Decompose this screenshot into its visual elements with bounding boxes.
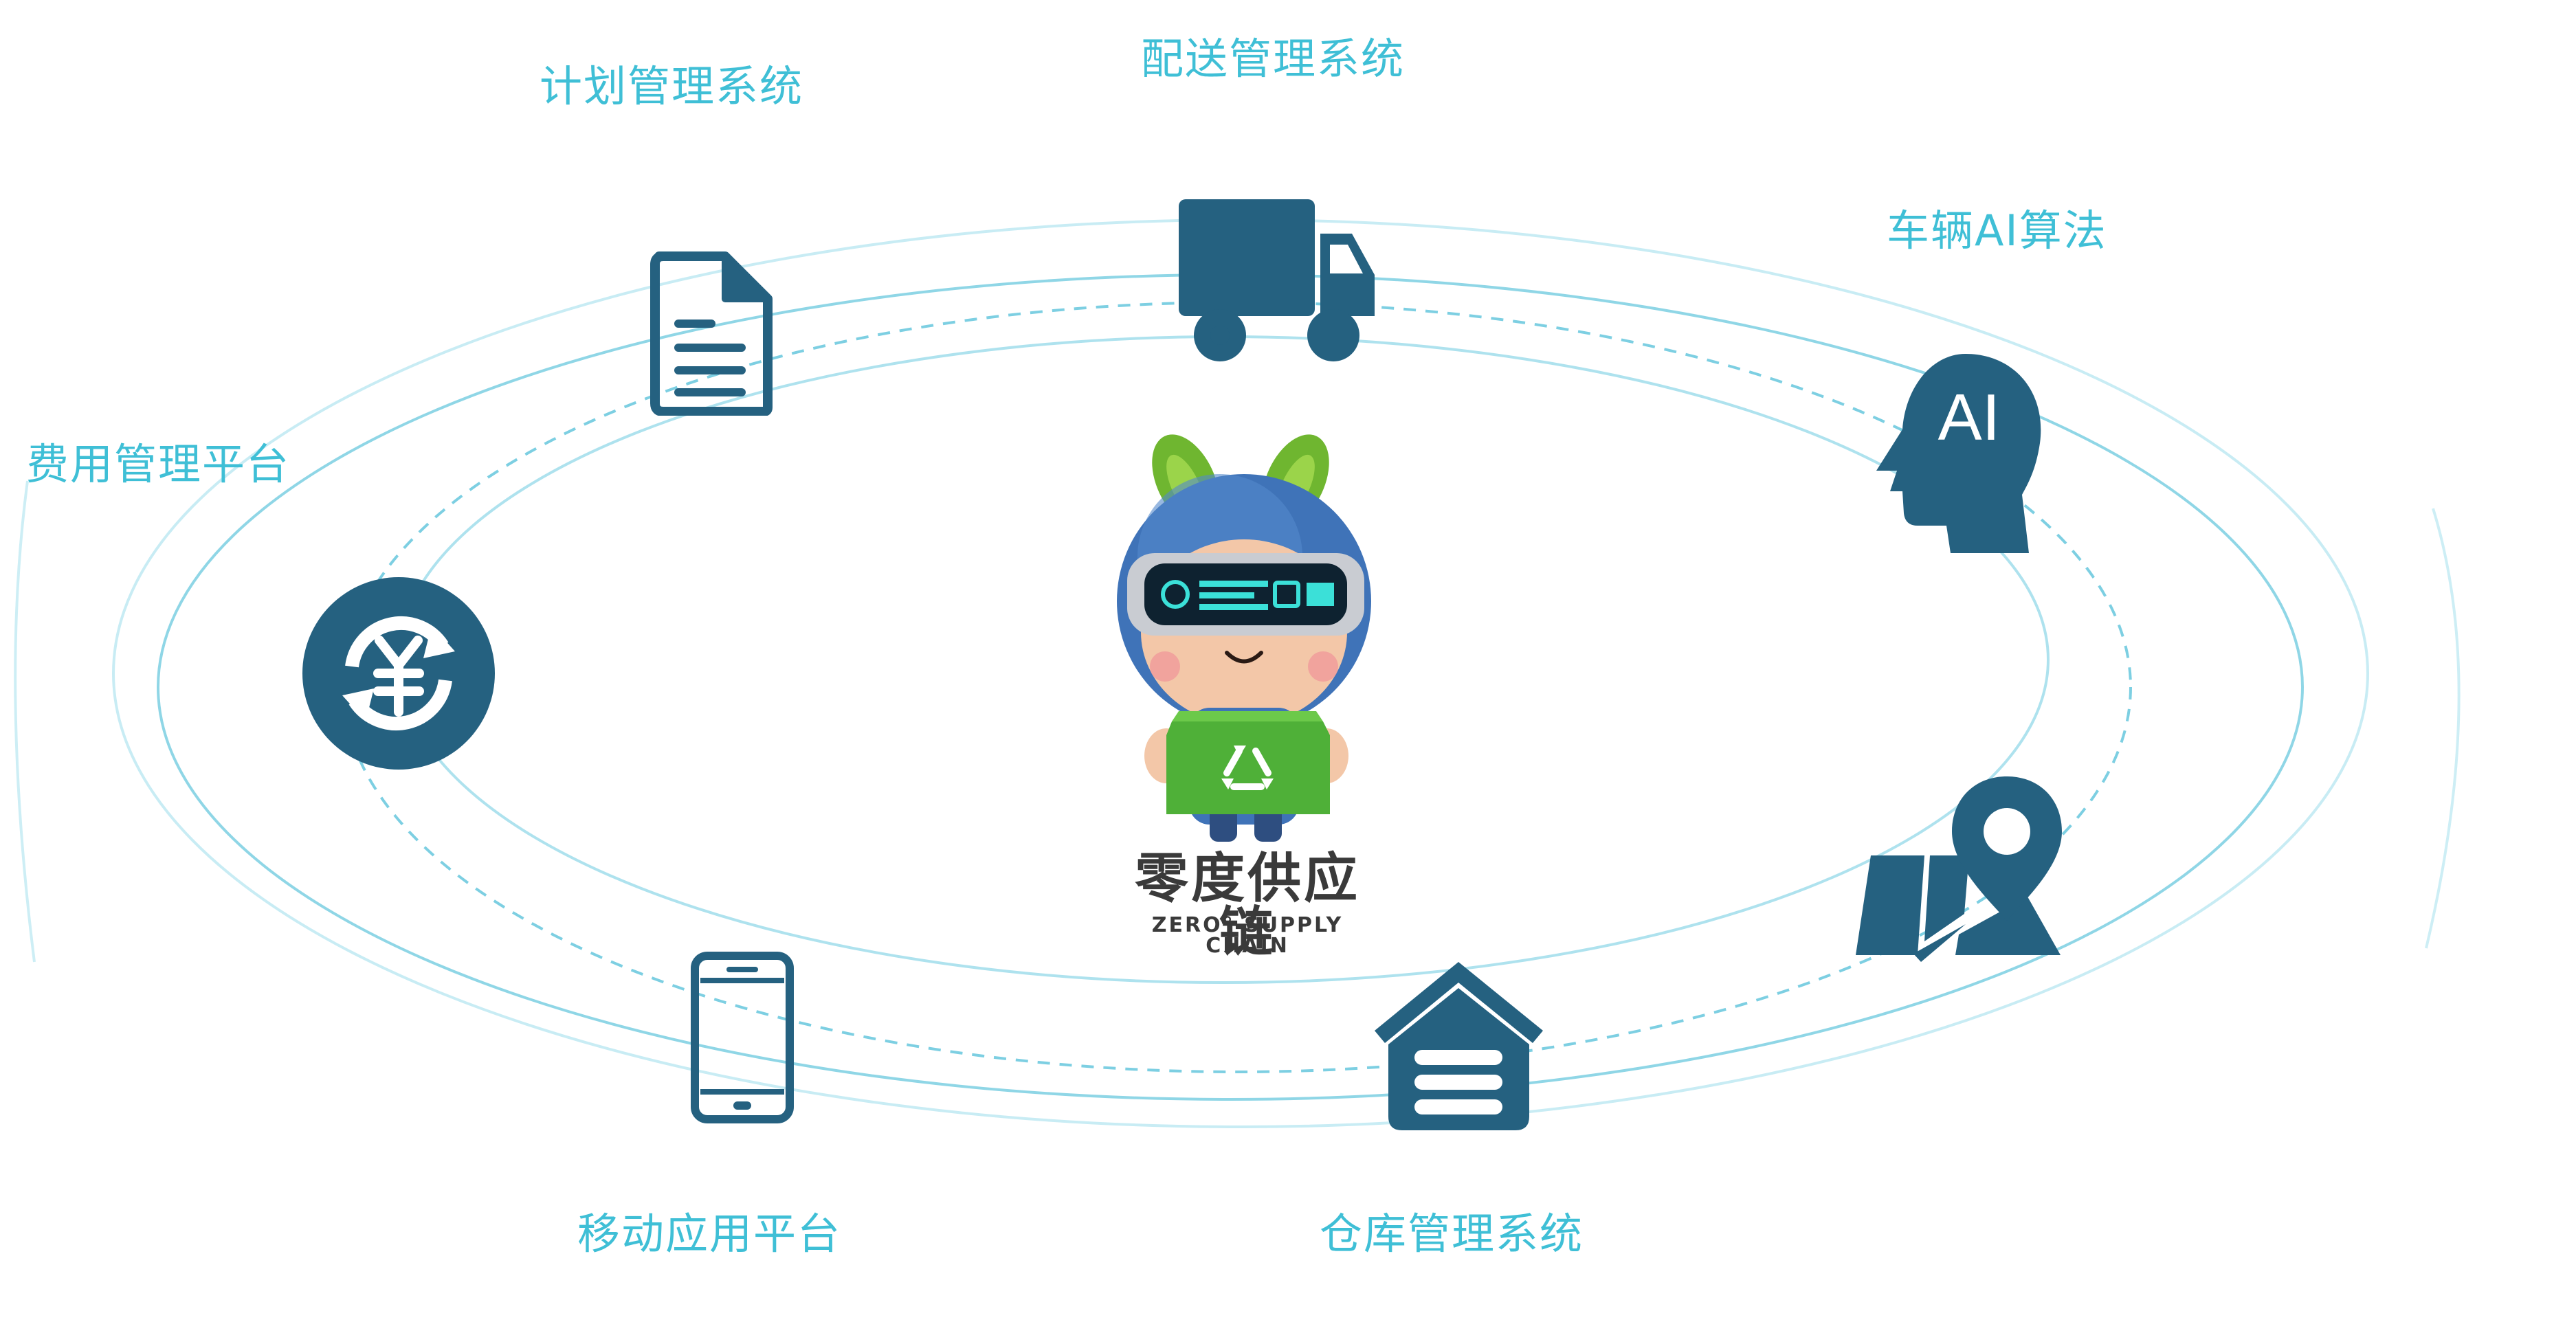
smartphone-icon — [691, 952, 794, 1123]
recycle-box — [1166, 721, 1330, 814]
recycling-robot-mascot — [1117, 434, 1371, 842]
left-edge-arc — [14, 480, 36, 963]
label-vehicle-ai: 车辆AI算法 — [1887, 205, 2107, 256]
label-mobile-platform: 移动应用平台 — [577, 1209, 842, 1259]
ai-head-icon: AI — [1876, 354, 2041, 553]
brand-name-en: ZERO° SUPPLY CHAIN — [1151, 913, 1344, 958]
truck-icon — [1179, 199, 1375, 361]
document-icon — [650, 251, 773, 416]
right-edge-arc — [2425, 508, 2461, 949]
label-delivery-system: 配送管理系统 — [1141, 34, 1406, 84]
map-pin-icon — [1856, 776, 2062, 962]
ai-icon-text: AI — [1938, 381, 2001, 454]
warehouse-icon — [1375, 962, 1543, 1130]
label-warehouse-system: 仓库管理系统 — [1320, 1209, 1584, 1259]
label-cost-platform: 费用管理平台 — [26, 439, 291, 489]
brand-name-cn: 零度供应链 — [1134, 848, 1360, 963]
yuan-exchange-icon — [302, 577, 495, 770]
recycle-icon — [1223, 748, 1272, 790]
label-plan-system: 计划管理系统 — [540, 61, 804, 111]
